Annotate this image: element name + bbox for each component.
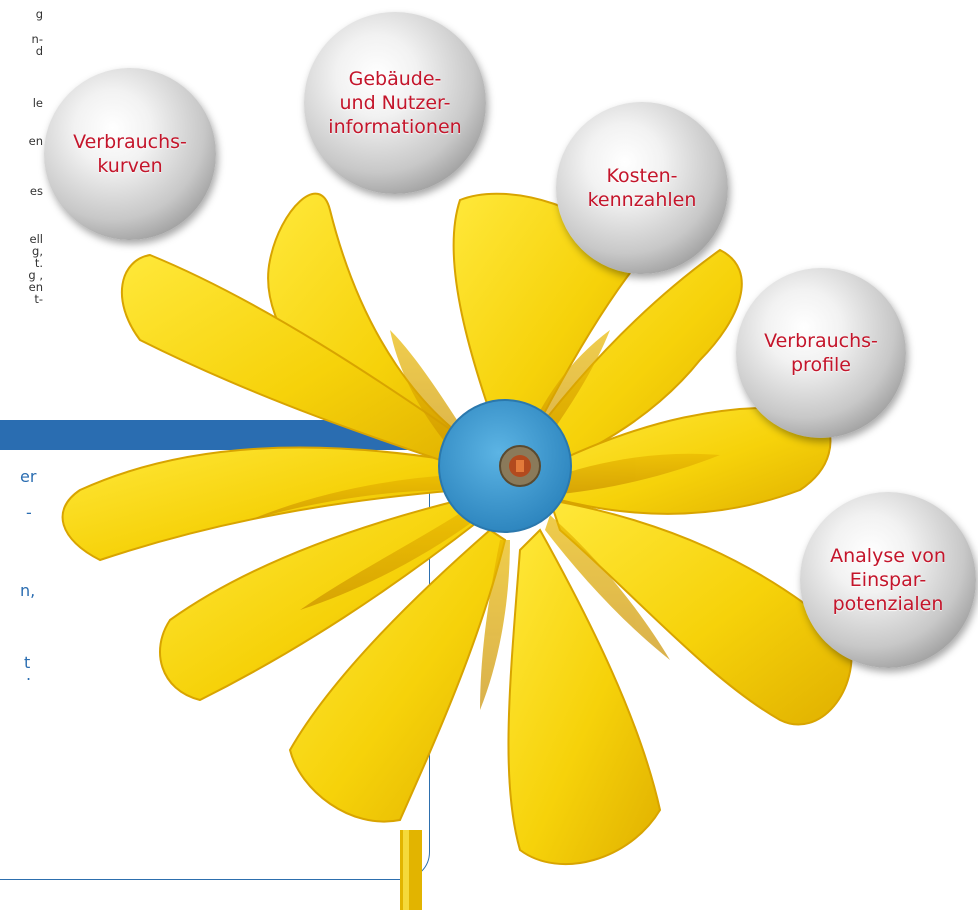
pinwheel-blade: [452, 192, 642, 462]
bubble-gebaeude-nutzerinformationen: Gebäude- und Nutzer- informationen: [304, 12, 486, 194]
pinwheel-stick-shadow: [403, 830, 409, 910]
text-fragment: t.: [34, 256, 43, 270]
pinwheel-blade: [507, 528, 662, 865]
text-fragment: g,: [32, 244, 43, 258]
pinwheel-blade: [120, 253, 482, 472]
text-fragment: en: [28, 134, 43, 148]
bubble-verbrauchskurven: Verbrauchs- kurven: [44, 68, 216, 240]
info-text-fragment: er: [20, 467, 37, 486]
pinwheel-nut-slot: [516, 460, 524, 472]
pinwheel-blade: [548, 498, 853, 726]
bubble-label: Gebäude- und Nutzer- informationen: [328, 68, 462, 138]
text-fragment: en: [28, 280, 43, 294]
text-fragment: ell: [29, 232, 43, 246]
pinwheel-blades: [61, 192, 853, 865]
text-fragment: d: [35, 44, 43, 58]
text-fragment: g ,: [28, 268, 43, 282]
info-text-fragment: n,: [20, 581, 36, 600]
info-text-fragment: .: [26, 665, 32, 684]
bubble-label: Analyse von Einspar- potenzialen: [830, 545, 946, 615]
text-fragment: le: [32, 96, 43, 110]
text-fragment: n-: [31, 32, 43, 46]
text-fragment: t-: [34, 292, 43, 306]
pinwheel-blade: [61, 446, 462, 562]
bubble-label: Verbrauchs- kurven: [73, 131, 187, 177]
info-text-fragment: t: [24, 653, 31, 672]
text-fragment: g: [35, 7, 43, 21]
bubble-analyse-einsparpotenziale: Analyse von Einspar- potenzialen: [800, 492, 976, 668]
bubble-kostenkennzahlen: Kosten- kennzahlen: [556, 102, 728, 274]
pinwheel-blade: [513, 248, 743, 477]
info-text-fragment: -: [26, 503, 32, 522]
pinwheel-blade: [288, 528, 507, 823]
text-fragment: es: [29, 184, 43, 198]
bubble-verbrauchsprofile: Verbrauchs- profile: [736, 268, 906, 438]
bubble-label: Kosten- kennzahlen: [587, 165, 697, 211]
bubble-label: Verbrauchs- profile: [764, 330, 878, 376]
